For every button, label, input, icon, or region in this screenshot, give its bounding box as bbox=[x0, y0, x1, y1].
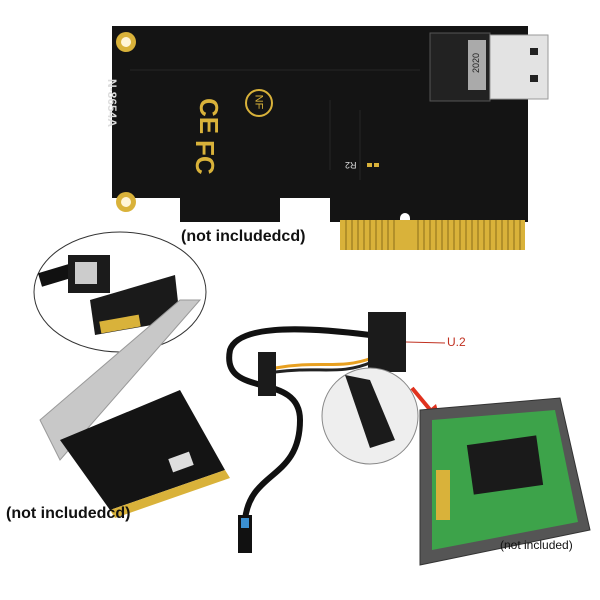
slimsas-to-u2-cable bbox=[226, 312, 406, 553]
card-not-included-label: (not includedcd) bbox=[181, 228, 306, 245]
u2-pointer-line bbox=[405, 341, 446, 344]
u2-closeup-inset bbox=[321, 367, 419, 465]
connector-closeup-inset bbox=[33, 231, 207, 353]
connector-year-text: 2020 bbox=[471, 52, 482, 74]
pcie-adapter-card bbox=[112, 26, 549, 250]
enclosure-not-included-label: (not included) bbox=[500, 538, 573, 552]
pcb-resistor-label: R2 bbox=[345, 160, 357, 170]
u2-label: U.2 bbox=[447, 335, 466, 349]
u2-enclosure bbox=[419, 397, 591, 566]
bracket-card bbox=[39, 299, 230, 518]
bracket-not-included-label: (not includedcd) bbox=[6, 505, 131, 522]
fc-logo: FC bbox=[190, 140, 220, 175]
ce-logo: CE bbox=[194, 98, 224, 134]
pcb-model-text: N-8654A bbox=[105, 78, 120, 128]
nf-logo: NF bbox=[252, 94, 265, 110]
